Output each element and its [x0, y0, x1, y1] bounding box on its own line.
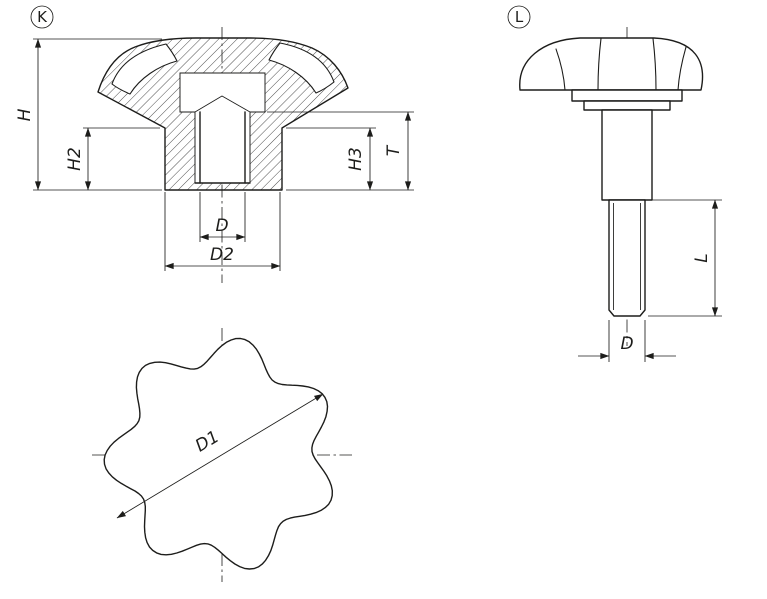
lobe-recess-right: [268, 42, 335, 94]
dim-t: T: [267, 111, 414, 191]
lobe-edge-line: [677, 46, 687, 91]
view-label-l: L: [507, 5, 531, 29]
view-label-k: K: [30, 5, 54, 29]
collar-lip: [583, 100, 671, 111]
lobe-edge-line: [597, 37, 602, 91]
dim-label-d-stud: D: [620, 334, 633, 354]
dim-h3: H3: [286, 127, 414, 191]
view-label-l-text: L: [515, 8, 524, 26]
lobe-edge-line: [555, 48, 566, 91]
thread-chamfer: [194, 95, 251, 113]
section-view-k: K H H2: [15, 5, 414, 283]
dim-h2: H2: [65, 127, 160, 191]
dim-h: H: [15, 38, 162, 191]
internal-thread: [179, 72, 266, 184]
hub-cylinder: [601, 109, 653, 201]
side-view-l: L L D: [507, 5, 722, 362]
dim-label-l: L: [692, 253, 712, 262]
threaded-stud: [608, 199, 646, 317]
dim-d-stud: D: [578, 320, 676, 362]
top-view-star: D1: [92, 328, 352, 582]
lobe-recess-left: [111, 43, 178, 95]
dim-label-d-bore: D: [215, 216, 228, 236]
dim-d2: D2: [164, 192, 281, 271]
dim-l: L: [648, 199, 722, 317]
view-label-circle: [30, 5, 54, 29]
dim-label-d2: D2: [210, 245, 234, 265]
view-label-circle: [507, 5, 531, 29]
dim-label-h2: H2: [65, 147, 85, 171]
view-label-k-text: K: [37, 8, 48, 26]
collar-band: [571, 89, 683, 102]
dim-label-h3: H3: [346, 147, 366, 171]
dim-d-bore: D: [199, 192, 246, 242]
dim-label-t: T: [384, 144, 404, 156]
dim-label-h: H: [15, 108, 35, 121]
lobe-edge-line: [652, 37, 657, 91]
stud-outline: [608, 199, 646, 317]
dimension-line: [116, 393, 324, 519]
knob-dome: [519, 37, 704, 91]
star-outline: [103, 337, 333, 570]
